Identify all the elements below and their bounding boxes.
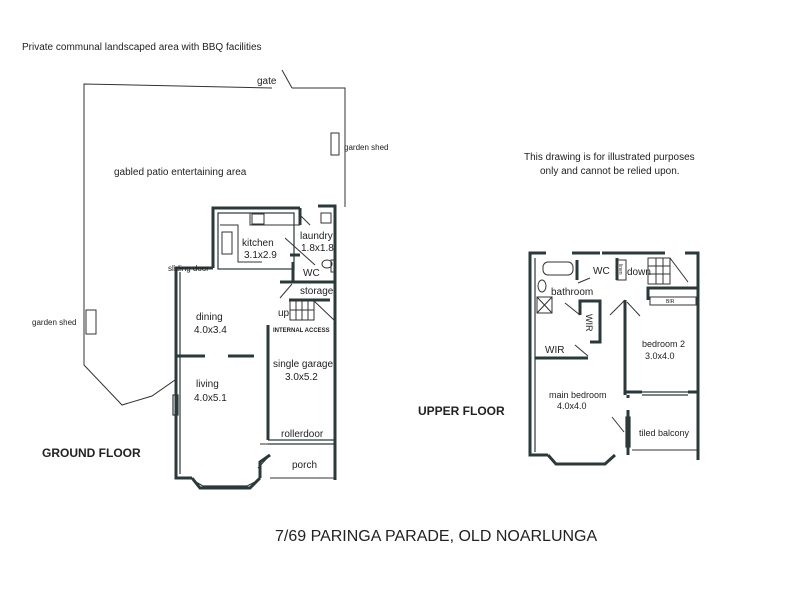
living-size: 4.0x5.1: [194, 393, 227, 404]
kitchen-size: 3.1x2.9: [244, 250, 277, 261]
wir-label: WIR: [545, 345, 564, 356]
address: 7/69 PARINGA PARADE, OLD NOARLUNGA: [275, 528, 598, 545]
garden-shed-left-label: garden shed: [32, 318, 76, 327]
disclaimer-line1: This drawing is for illustrated purposes: [524, 152, 695, 163]
ground-floor-title: GROUND FLOOR: [42, 446, 141, 460]
gate-label: gate: [257, 76, 277, 87]
living-label: living: [196, 379, 219, 390]
porch-label: porch: [292, 460, 317, 471]
garden-shed-right-label: garden shed: [344, 143, 388, 152]
communal-note: Private communal landscaped area with BB…: [22, 42, 262, 53]
linen-label: linen: [617, 264, 623, 275]
up-label: up: [278, 308, 290, 319]
laundry-label: laundry: [300, 231, 333, 242]
main-bedroom-label: main bedroom: [549, 390, 607, 400]
wc-label: WC: [303, 268, 320, 279]
dining-label: dining: [196, 312, 223, 323]
wir-vertical-label: WIR: [584, 314, 594, 332]
storage-label: storage: [300, 286, 334, 297]
garage-label: single garage: [273, 359, 333, 370]
upper-wc-label: WC: [593, 266, 610, 277]
property-boundary: [83, 69, 346, 406]
kitchen-label: kitchen: [242, 238, 274, 249]
disclaimer-line2: only and cannot be relied upon.: [540, 166, 680, 177]
rollerdoor-label: rollerdoor: [281, 429, 324, 440]
laundry-size: 1.8x1.8: [301, 243, 334, 254]
upper-floor-title: UPPER FLOOR: [418, 404, 505, 418]
internal-access-label: INTERNAL ACCESS: [273, 328, 330, 334]
sliding-door-label: sliding door: [168, 264, 209, 273]
bathroom-label: bathroom: [551, 287, 593, 298]
bir-label: BIR: [666, 299, 675, 305]
bedroom2-label: bedroom 2: [642, 339, 685, 349]
bedroom2-size: 3.0x4.0: [645, 351, 675, 361]
upper-floor-plan: [528, 251, 700, 466]
down-label: down: [627, 267, 651, 278]
balcony-label: tiled balcony: [639, 428, 690, 438]
garden-shed-left: [85, 309, 97, 335]
patio-label: gabled patio entertaining area: [114, 167, 247, 178]
dining-size: 4.0x3.4: [194, 325, 227, 336]
garden-shed-right: [330, 132, 340, 156]
garage-size: 3.0x5.2: [285, 372, 318, 383]
ground-floor-plan: [172, 204, 337, 490]
main-bedroom-size: 4.0x4.0: [557, 401, 587, 411]
